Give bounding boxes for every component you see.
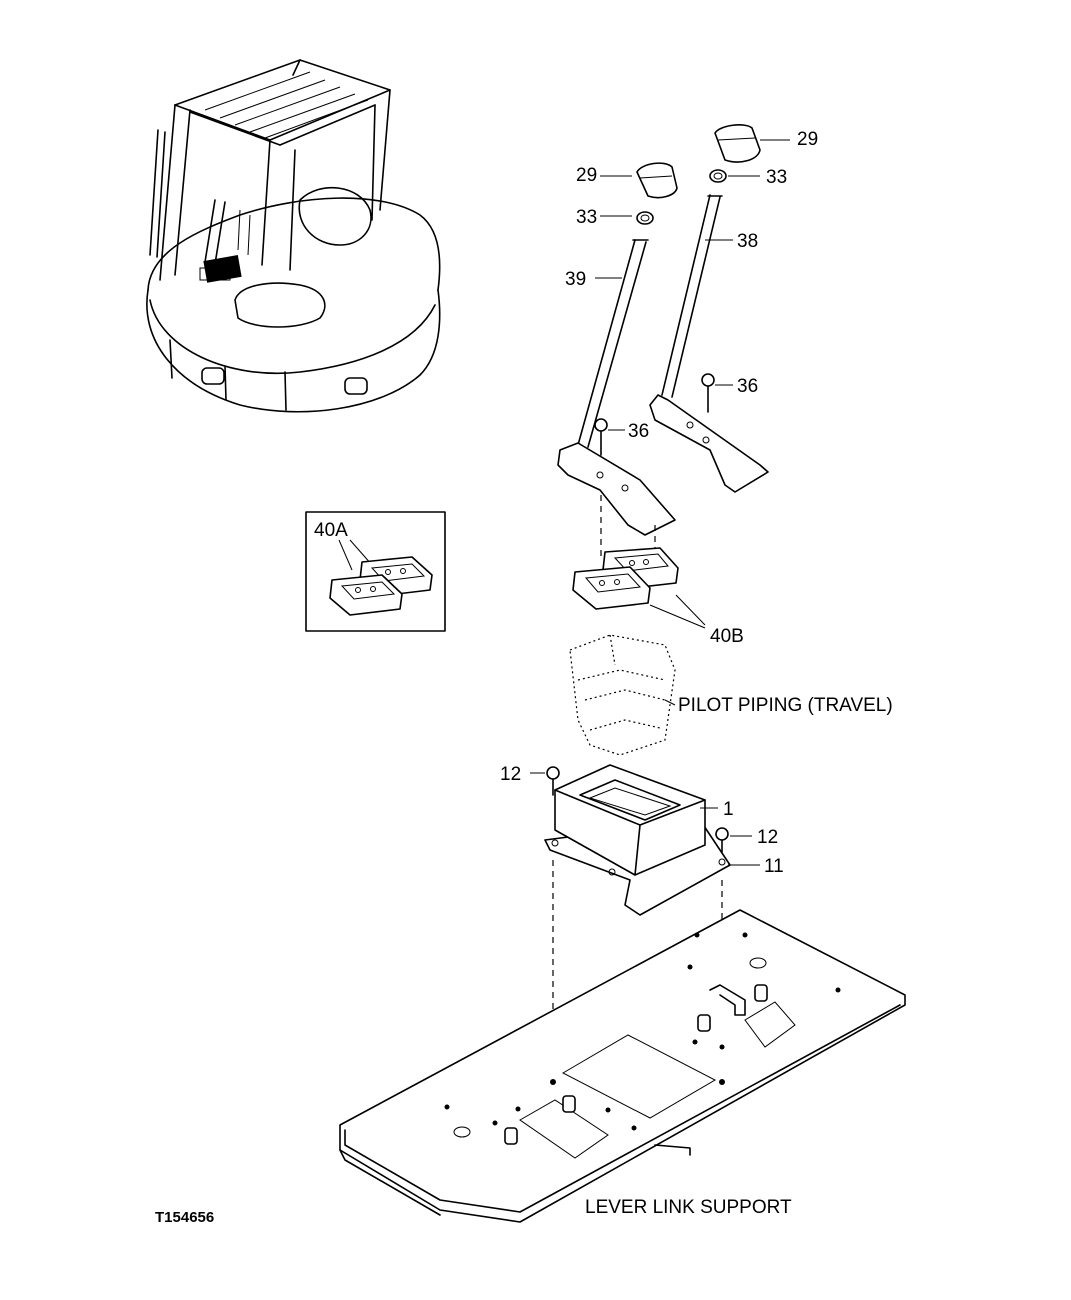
label-40a: 40A xyxy=(314,520,348,541)
label-36-left: 36 xyxy=(628,421,650,442)
label-38: 38 xyxy=(737,231,759,252)
knob-29-left xyxy=(636,162,678,199)
knob-29-right xyxy=(714,124,761,163)
label-29-right: 29 xyxy=(797,129,819,150)
caption-lever-link-support: LEVER LINK SUPPORT xyxy=(585,1197,792,1218)
label-11: 11 xyxy=(764,856,784,877)
caption-pilot-piping: PILOT PIPING (TRAVEL) xyxy=(678,695,893,716)
label-33-left: 33 xyxy=(576,207,598,228)
pads-40b xyxy=(572,547,706,629)
figure-id: T154656 xyxy=(155,1209,215,1226)
label-12-left: 12 xyxy=(500,764,522,785)
pilot-valve-dotted xyxy=(569,634,676,756)
label-1: 1 xyxy=(723,799,734,820)
excavator-overview-illustration xyxy=(146,59,441,413)
label-33-right: 33 xyxy=(766,167,788,188)
lever-assembly xyxy=(557,124,769,560)
inset-box-40a xyxy=(305,511,446,632)
label-29-left: 29 xyxy=(576,165,598,186)
floor-plate xyxy=(339,909,906,1223)
label-39: 39 xyxy=(565,269,587,290)
leader-lines xyxy=(530,139,790,866)
label-40b: 40B xyxy=(710,626,744,647)
label-12-right: 12 xyxy=(757,827,779,848)
bracket-1-plate-11 xyxy=(544,764,731,1080)
label-36-right: 36 xyxy=(737,376,759,397)
